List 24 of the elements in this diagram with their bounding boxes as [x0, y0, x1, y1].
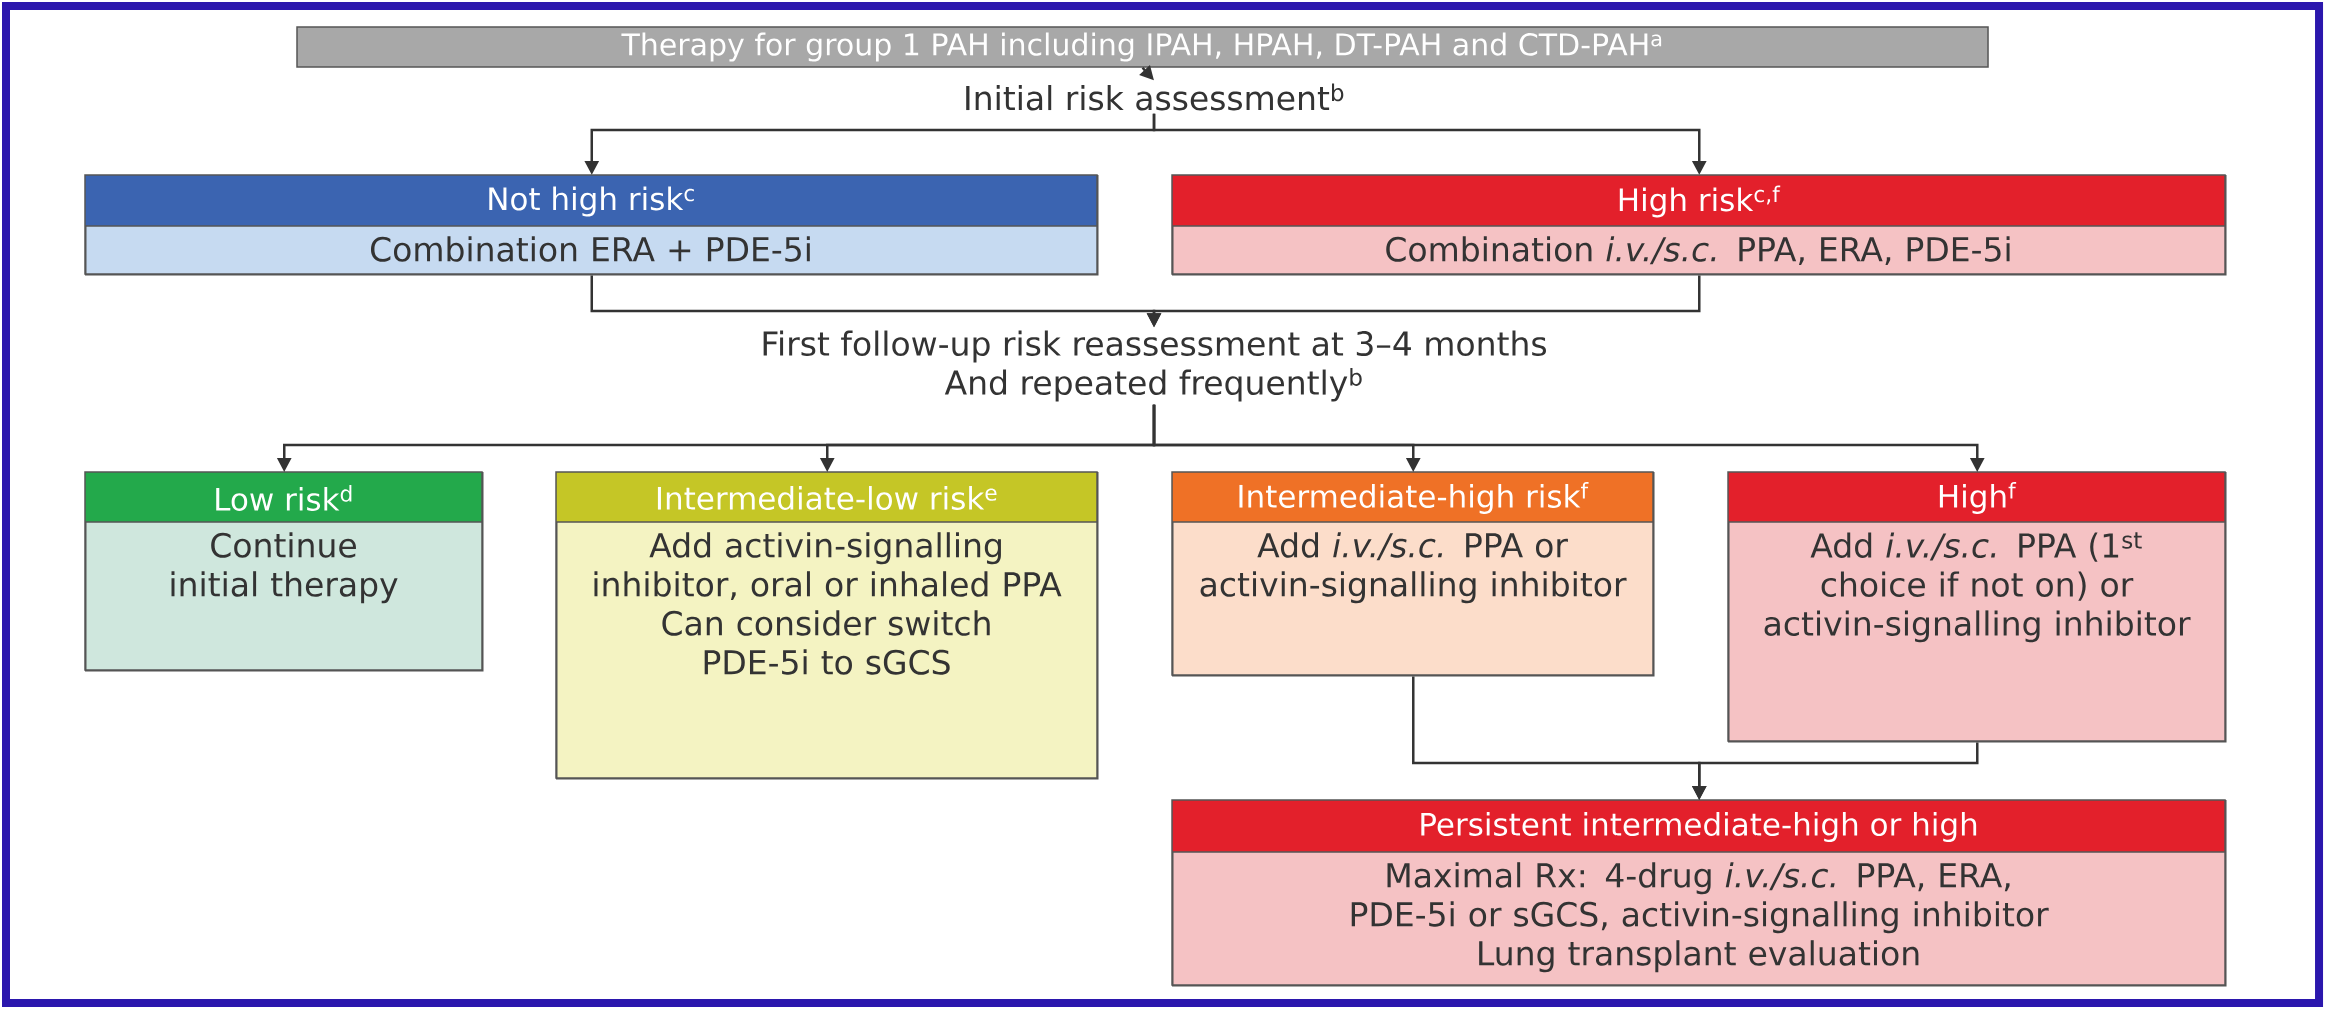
risk-box — [84, 471, 484, 672]
box-heading: Intermediate-high risk$^{f}$ — [1239, 482, 1589, 514]
step-text: First follow-up risk reassessment at 3–4 months And repeated frequently$^{b}$ — [763, 330, 1546, 402]
box-text: Add i.v./s.c. PPA or activin-signalling inhibitor — [1200, 532, 1627, 604]
step-text: Initial risk assessment$^{b}$ — [966, 83, 1344, 111]
box-text: Add activin-signalling inhibitor, oral or inhaled PPA Can consider switch PDE-5i to sGCS — [594, 532, 1062, 675]
box-heading: High$^{f}$ — [1939, 482, 2017, 514]
risk-box — [1171, 799, 2227, 987]
box-heading: Not high risk$^{c}$ — [489, 186, 694, 217]
box-text: Maximal Rx: 4-drug i.v./s.c. PPA, ERA, PDE-5i or sGCS, activin-signalling inhibitor Lung transplant evaluation — [1351, 862, 2049, 973]
risk-box — [1727, 471, 2227, 743]
box-text: Continue initial therapy — [171, 532, 398, 604]
box-text: Combination i.v./s.c. PPA, ERA, PDE-5i — [1386, 236, 2010, 266]
box-heading: Low risk$^{d}$ — [216, 485, 352, 511]
risk-box — [1171, 471, 1655, 677]
risk-box — [84, 174, 1099, 276]
risk-box — [555, 471, 1099, 780]
title-bar: Therapy for group 1 PAH including IPAH, HPAH, DT-PAH and CTD-PAH$^{a}$ — [296, 26, 1989, 68]
box-text: Combination ERA + PDE-5i — [371, 236, 810, 262]
risk-box — [1171, 174, 2227, 276]
box-heading: Persistent intermediate-high or high — [1421, 812, 1977, 842]
box-heading: Intermediate-low risk$^{e}$ — [657, 486, 997, 510]
box-heading: High risk$^{c,f}$ — [1619, 185, 1781, 218]
box-text: Add i.v./s.c. PPA (1$^{st}$ choice if not on) or activin-signalling inhibitor — [1764, 532, 2191, 643]
